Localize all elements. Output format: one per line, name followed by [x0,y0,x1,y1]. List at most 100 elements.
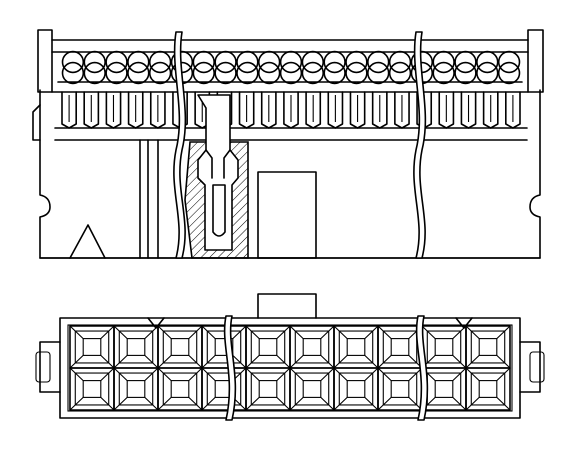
cavity-outer [465,367,511,411]
contact-cavity-grid [69,325,511,411]
cavity-mid [74,330,110,364]
cavity-mid [382,372,418,406]
cable-bump-bottom [367,61,390,85]
cable-bump-bottom [214,61,237,85]
cable-bump-top [214,50,237,74]
cable-bump-bottom [454,61,477,85]
cable-bump-top [279,50,303,74]
cavity-mid [118,330,154,364]
cavity-chamfer [289,325,304,339]
contact-cavity [201,367,247,411]
left-side-latch [32,104,41,141]
cable-bump-top [301,50,325,74]
contact-cavity [113,367,159,411]
cable-bump-top [454,50,477,74]
cavity-inner [258,338,278,356]
cavity-chamfer [157,397,172,411]
cavity-inner [390,338,410,356]
cable-bump-top [148,50,172,74]
contact-pin-cross-section [184,94,249,259]
cavity-chamfer [276,367,291,381]
cavity-chamfer [245,355,260,369]
cable-bump-top [236,50,259,74]
contact-cavity [333,325,379,369]
cavity-chamfer [188,397,203,411]
cable-bump-bottom [236,61,259,85]
contact-cavity [333,367,379,411]
contact-cavity [69,367,115,411]
cavity-chamfer [201,367,216,381]
cavity-inner [82,380,102,398]
top-view-inner-frame [67,324,513,412]
break-mark-top-view-right [415,315,429,421]
break-mark-left [173,31,187,259]
cable-bump-top [257,50,281,74]
cable-bump-bottom [279,61,303,85]
cavity-inner [478,380,498,398]
cavity-chamfer [377,355,392,369]
cavity-mid [294,330,330,364]
cavity-chamfer [113,325,128,339]
polarization-key [257,293,317,319]
cavity-chamfer [69,355,84,369]
cavity-mid [294,372,330,406]
cavity-chamfer [276,355,291,369]
cavity-chamfer [188,355,203,369]
cavity-chamfer [333,397,348,411]
cable-bump-bottom [497,61,521,85]
cable-bump-bottom [257,61,281,85]
cavity-mid [338,372,374,406]
cavity-chamfer [333,367,348,381]
contact-cavity [377,325,423,369]
contact-cavity [157,367,203,411]
cavity-chamfer [232,355,247,369]
cable-bump-top [192,50,215,74]
cable-bump-bottom [323,61,346,85]
cavity-chamfer [157,355,172,369]
contact-cavity [245,367,291,411]
contact-spring [205,149,231,179]
cavity-chamfer [69,325,84,339]
contact-cavity [157,325,203,369]
contact-terminal [197,94,239,251]
cavity-mid [426,330,462,364]
cavity-chamfer [188,367,203,381]
cavity-chamfer [465,325,480,339]
cable-bump-top [83,50,106,74]
cavity-inner [258,380,278,398]
cavity-chamfer [201,355,216,369]
cavity-inner [390,380,410,398]
polarization-triangle [69,224,106,259]
cavity-chamfer [377,325,392,339]
cavity-mid [250,330,286,364]
cavity-chamfer [289,355,304,369]
cable-bump-top [345,50,368,74]
cavity-mid [206,372,242,406]
contact-slots [61,91,521,129]
cable-bump-top [432,50,455,74]
cable-bump-bottom [388,61,412,85]
cavity-chamfer [113,355,128,369]
top-notch-left [147,317,165,329]
cavity-chamfer [452,397,467,411]
cavity-chamfer [364,397,379,411]
right-latch [519,341,545,393]
housing-body-outline [39,89,541,259]
cable-bump-top [497,50,521,74]
cavity-chamfer [100,325,115,339]
cavity-chamfer [113,397,128,411]
cavity-chamfer [496,367,511,381]
cavity-chamfer [201,397,216,411]
contact-cavity [421,325,467,369]
cavity-mid [250,372,286,406]
cavity-chamfer [452,355,467,369]
cavity-inner [170,338,190,356]
cavity-chamfer [496,325,511,339]
contact-cavity [465,367,511,411]
cavity-chamfer [364,367,379,381]
cavity-mid [470,372,506,406]
cavity-chamfer [245,397,260,411]
cavity-mid [382,330,418,364]
cavity-inner [126,380,146,398]
